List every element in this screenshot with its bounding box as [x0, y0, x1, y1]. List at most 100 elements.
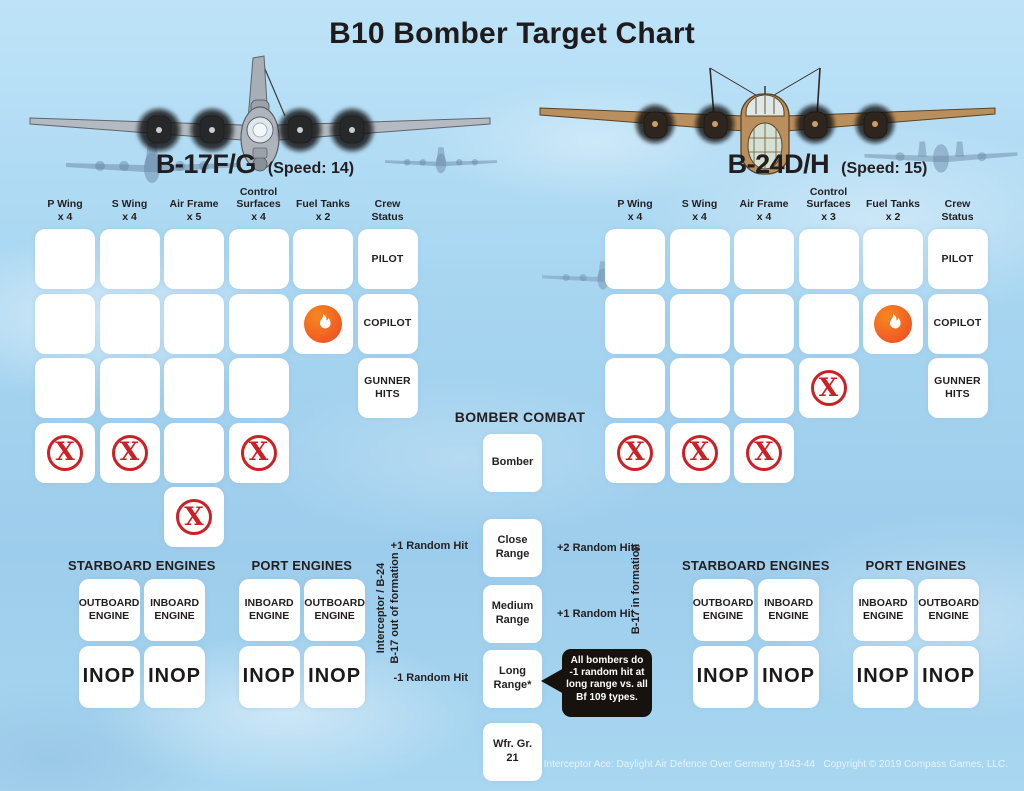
hit-box[interactable]: X — [164, 487, 224, 548]
combat-box-long-range[interactable]: Long Range* — [483, 650, 542, 708]
column-multiplier: x 4 — [756, 210, 772, 223]
hit-box[interactable]: X — [669, 422, 730, 483]
hit-box[interactable] — [293, 229, 353, 290]
hit-box[interactable] — [669, 229, 730, 290]
destroyed-x-icon: X — [111, 434, 148, 471]
inop-box[interactable]: INOP — [304, 645, 366, 708]
hit-box[interactable]: X — [99, 422, 160, 483]
combat-box-medium-range[interactable]: Medium Range — [483, 585, 542, 643]
engine-box[interactable]: INBOARD ENGINE — [852, 579, 914, 641]
engine-group-title: PORT ENGINES — [865, 558, 967, 573]
engine-box-row: INBOARD ENGINE OUTBOARD ENGINE — [852, 579, 980, 641]
hit-box[interactable] — [863, 229, 923, 290]
hit-box[interactable] — [99, 358, 160, 419]
hit-box[interactable] — [734, 358, 794, 419]
right-axis-label: B-17 in formation — [630, 543, 642, 635]
inop-box[interactable]: INOP — [852, 645, 914, 708]
background-bomber-silhouette — [385, 147, 497, 174]
hit-box[interactable]: X — [605, 422, 665, 483]
column-label: S Wing — [111, 198, 148, 211]
hit-box[interactable] — [734, 229, 794, 290]
destroyed-x-icon: X — [240, 434, 277, 471]
column-label: Crew Status — [941, 198, 974, 223]
hit-box[interactable] — [293, 293, 353, 354]
hit-box[interactable] — [798, 293, 859, 354]
inop-box[interactable]: INOP — [692, 645, 754, 708]
column-label: Crew Status — [371, 198, 404, 223]
hit-box[interactable] — [99, 293, 160, 354]
hit-box[interactable] — [35, 358, 95, 419]
hit-box[interactable] — [228, 229, 289, 290]
hit-box[interactable] — [164, 358, 224, 419]
engine-box[interactable]: OUTBOARD ENGINE — [918, 579, 980, 641]
hit-box[interactable]: GUNNER HITS — [927, 358, 988, 419]
column-multiplier: x 4 — [692, 210, 707, 223]
destroyed-x-icon: X — [617, 434, 653, 471]
combat-box-close-range[interactable]: Close Range — [483, 519, 542, 577]
long-range-note-bubble: All bombers do -1 random hit at long ran… — [562, 649, 652, 717]
hit-box[interactable] — [228, 293, 289, 354]
hit-box[interactable]: COPILOT — [927, 293, 988, 354]
b24-illustration — [539, 67, 996, 175]
hit-box[interactable] — [798, 229, 859, 290]
engine-box[interactable]: INBOARD ENGINE — [758, 579, 820, 641]
close-range-right-modifier: +2 Random Hits — [557, 542, 641, 554]
b17-name-row: B-17F/G (Speed: 14) — [60, 149, 450, 180]
hit-box[interactable] — [605, 229, 665, 290]
hit-box[interactable]: X — [798, 358, 859, 419]
hit-box[interactable] — [164, 229, 224, 290]
engine-label: INBOARD ENGINE — [858, 596, 908, 622]
engine-box[interactable]: OUTBOARD ENGINE — [692, 579, 754, 641]
b17-speed: (Speed: 14) — [267, 160, 355, 177]
hit-box[interactable] — [605, 358, 665, 419]
hit-box[interactable]: PILOT — [927, 229, 988, 290]
inop-box[interactable]: INOP — [918, 645, 980, 708]
hit-box[interactable] — [228, 358, 289, 419]
fire-icon — [874, 304, 912, 343]
hit-box[interactable] — [669, 293, 730, 354]
hit-box[interactable] — [164, 293, 224, 354]
engine-box[interactable]: OUTBOARD ENGINE — [304, 579, 366, 641]
hit-box[interactable]: X — [228, 422, 289, 483]
crew-status-label: GUNNER HITS — [364, 375, 411, 401]
hit-box[interactable]: COPILOT — [357, 293, 418, 354]
hit-box[interactable] — [35, 229, 95, 290]
inop-box[interactable]: INOP — [144, 645, 206, 708]
inop-box[interactable]: INOP — [238, 645, 300, 708]
left-axis-label: Interceptor / B-24 B-17 out of formation — [375, 552, 401, 664]
column-multiplier: x 2 — [315, 210, 331, 223]
b24-speed: (Speed: 15) — [841, 160, 928, 177]
hit-box[interactable]: PILOT — [357, 229, 418, 290]
engine-box[interactable]: OUTBOARD ENGINE — [78, 579, 140, 641]
hit-box[interactable] — [734, 293, 794, 354]
inop-box[interactable]: INOP — [758, 645, 820, 708]
engine-label: OUTBOARD ENGINE — [692, 596, 754, 622]
hit-box[interactable]: GUNNER HITS — [357, 358, 418, 419]
inop-label: INOP — [856, 665, 910, 687]
hit-box[interactable] — [605, 293, 665, 354]
column-label: P Wing — [47, 198, 83, 211]
engine-box[interactable]: INBOARD ENGINE — [144, 579, 206, 641]
hit-box[interactable]: X — [734, 422, 794, 483]
hit-box[interactable] — [164, 422, 224, 483]
fire-icon — [304, 304, 342, 343]
combat-box-wfr-gr-21[interactable]: Wfr. Gr. 21 — [483, 723, 542, 781]
inop-box[interactable]: INOP — [78, 645, 140, 708]
combat-box-bomber[interactable]: Bomber — [483, 434, 542, 492]
engine-box[interactable]: INBOARD ENGINE — [238, 579, 300, 641]
hit-box[interactable] — [35, 293, 95, 354]
hit-box[interactable] — [99, 229, 160, 290]
column-label: Control Surfaces — [236, 186, 281, 211]
hit-box[interactable] — [863, 293, 923, 354]
hit-box[interactable]: X — [35, 422, 95, 483]
hit-box[interactable] — [669, 358, 730, 419]
